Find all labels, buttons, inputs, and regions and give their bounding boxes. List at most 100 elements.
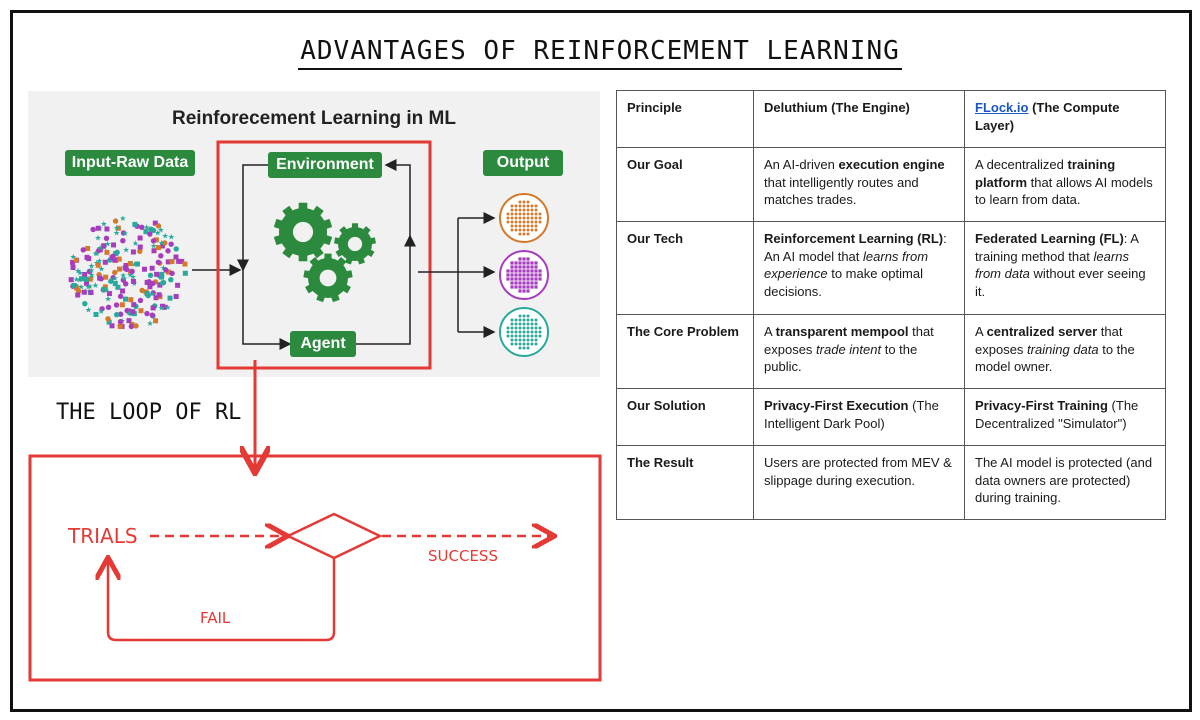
svg-text:★: ★ [98,307,105,316]
row-principle: Our Goal [616,147,754,222]
svg-text:★: ★ [76,269,83,278]
fail-return-arrow [108,558,336,642]
row-principle: Our Tech [616,221,754,315]
to-agent-arrow [242,270,292,350]
agent-label: Agent [290,331,356,357]
raw-data-cluster: ★★★★★★★★★★★★★★★★★★★★★★★★★★★★★★★★★★★★★★★★… [68,214,188,330]
svg-text:★: ★ [157,225,164,234]
svg-text:★: ★ [85,305,92,314]
output-label: Output [483,150,563,176]
outer-frame [10,10,1192,712]
svg-text:★: ★ [131,260,138,269]
svg-text:★: ★ [164,303,171,312]
svg-text:★: ★ [77,282,84,291]
svg-text:★: ★ [132,239,139,248]
header-principle: Principle [616,90,754,148]
row-engine-cell: Users are protected from MEV & slippage … [753,445,965,520]
svg-text:★: ★ [85,283,92,292]
gears-icon [273,202,376,303]
row-principle: The Core Problem [616,314,754,389]
svg-text:★: ★ [119,214,126,223]
svg-text:★: ★ [113,229,120,238]
agent-up-arrow [356,234,416,345]
environment-label: Environment [268,152,382,178]
row-principle: Our Solution [616,388,754,446]
fail-label: FAIL [200,609,231,627]
svg-text:★: ★ [158,238,165,247]
row-principle: The Result [616,445,754,520]
comparison-table: Principle Deluthium (The Engine) FLock.i… [616,90,1166,520]
svg-text:★: ★ [111,274,118,283]
svg-text:★: ★ [143,223,150,232]
svg-text:★: ★ [100,220,107,229]
svg-text:★: ★ [86,282,93,291]
loop-box [28,454,602,682]
svg-text:★: ★ [98,264,105,273]
table-row: Our Goal An AI-driven execution engine t… [616,147,1166,222]
row-compute-cell: The AI model is protected (and data owne… [964,445,1166,520]
gear-icon [334,223,376,265]
svg-text:★: ★ [94,249,101,258]
svg-text:★: ★ [122,246,129,255]
svg-text:★: ★ [122,229,129,238]
header-compute: FLock.io (The Compute Layer) [964,90,1166,148]
svg-text:★: ★ [104,239,111,248]
output-circles [499,193,549,357]
svg-text:★: ★ [113,223,120,232]
gear-icon [273,202,333,262]
row-compute-cell: Privacy-First Training (The Decentralize… [964,388,1166,446]
svg-text:★: ★ [154,228,161,237]
svg-text:★: ★ [160,264,167,273]
table-header-row: Principle Deluthium (The Engine) FLock.i… [616,90,1166,148]
env-to-agent-line [237,164,268,272]
svg-text:★: ★ [96,257,103,266]
table-row: Our Solution Privacy-First Execution (Th… [616,388,1166,446]
svg-text:★: ★ [94,234,101,243]
svg-text:★: ★ [127,271,134,280]
success-label: SUCCESS [428,547,498,565]
row-compute-cell: Federated Learning (FL): A training meth… [964,221,1166,315]
to-environment-arrow [384,159,411,236]
table-row: The Result Users are protected from MEV … [616,445,1166,520]
svg-text:★: ★ [92,281,99,290]
svg-text:★: ★ [75,266,82,275]
svg-text:★: ★ [158,304,165,313]
input-raw-data-label: Input-Raw Data [65,150,195,176]
svg-text:★: ★ [158,278,165,287]
svg-text:★: ★ [88,266,95,275]
row-engine-cell: An AI-driven execution engine that intel… [753,147,965,222]
row-compute-cell: A decentralized training platform that a… [964,147,1166,222]
svg-text:★: ★ [129,273,136,282]
header-engine: Deluthium (The Engine) [753,90,965,148]
svg-text:★: ★ [96,244,103,253]
svg-text:★: ★ [149,289,156,298]
decision-diamond [285,512,383,560]
svg-text:★: ★ [92,249,99,258]
svg-text:★: ★ [162,231,169,240]
loop-label: THE LOOP OF RL [56,400,242,425]
gear-icon [303,253,353,303]
svg-text:★: ★ [168,232,175,241]
row-engine-cell: A transparent mempool that exposes trade… [753,314,965,389]
loop-highlight-box [216,140,432,370]
svg-text:★: ★ [147,319,154,328]
svg-text:★: ★ [158,279,165,288]
row-engine-cell: Privacy-First Execution (The Intelligent… [753,388,965,446]
svg-text:★: ★ [88,271,95,280]
svg-text:★: ★ [105,295,112,304]
row-engine-cell: Reinforcement Learning (RL): An AI model… [753,221,965,315]
svg-text:★: ★ [88,262,95,271]
flock-link[interactable]: FLock.io [975,100,1029,115]
svg-text:★: ★ [150,241,157,250]
table-row: The Core Problem A transparent mempool t… [616,314,1166,389]
diagram-heading: Reinforecement Learning in ML [172,108,456,129]
svg-text:★: ★ [103,286,110,295]
svg-text:★: ★ [120,271,127,280]
page-title: ADVANTAGES OF REINFORCEMENT LEARNING [0,36,1200,70]
svg-text:★: ★ [120,274,127,283]
row-compute-cell: A centralized server that exposes traini… [964,314,1166,389]
svg-text:★: ★ [70,252,77,261]
trials-label: TRIALS [68,524,138,548]
table-row: Our Tech Reinforcement Learning (RL): An… [616,221,1166,315]
